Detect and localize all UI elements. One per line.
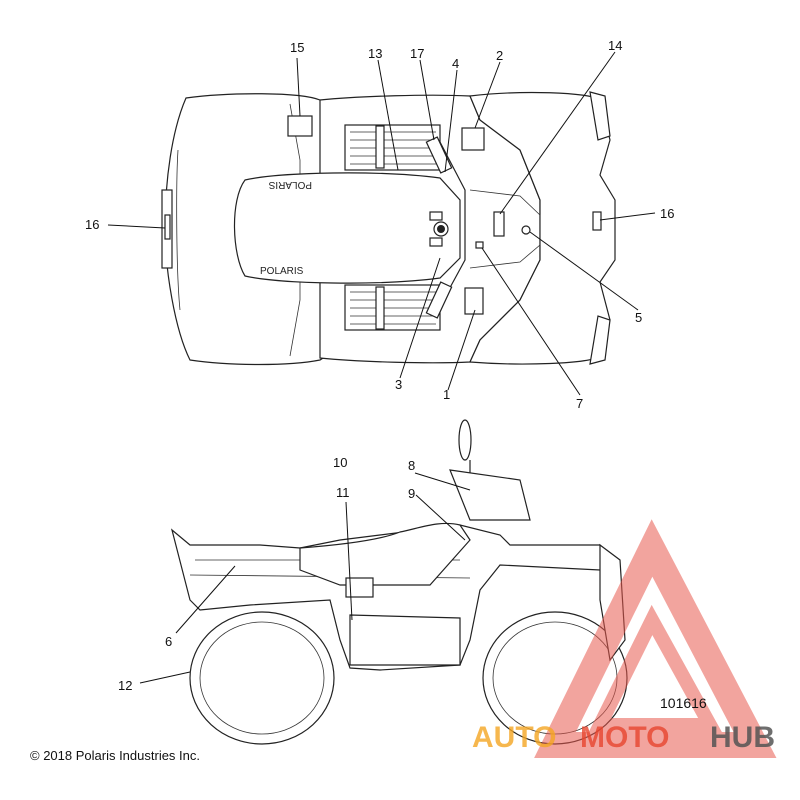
brand-front-label: POLARIS [260, 266, 304, 277]
drawing-number: 101616 [660, 695, 707, 711]
atv-side-view [170, 419, 628, 745]
watermark-moto: MOTO [580, 721, 669, 754]
watermark-hub: HUB [710, 721, 775, 754]
callout-17: 17 [410, 46, 424, 61]
watermark-auto: AUTO [472, 721, 556, 754]
callout-15: 15 [290, 40, 304, 55]
atv-top-view: POLARIS POLARIS [161, 91, 616, 366]
callout-14: 14 [608, 38, 622, 53]
callout-3: 3 [395, 377, 402, 392]
callout-10: 10 [333, 455, 347, 470]
callout-2: 2 [496, 48, 503, 63]
callout-6: 6 [165, 634, 172, 649]
watermark-text: AUTO MOTO HUB [472, 721, 775, 754]
callout-labels: 15 13 17 4 2 14 16 16 5 3 1 7 10 8 11 9 … [85, 38, 674, 693]
callout-13: 13 [368, 46, 382, 61]
callout-leaders [107, 51, 656, 684]
callout-4: 4 [452, 56, 459, 71]
callout-16-rear: 16 [85, 217, 99, 232]
callout-16-front: 16 [660, 206, 674, 221]
automotohub-watermark [534, 519, 777, 758]
callout-9: 9 [408, 486, 415, 501]
callout-5: 5 [635, 310, 642, 325]
brand-rear-label: POLARIS [268, 179, 312, 190]
callout-8: 8 [408, 458, 415, 473]
callout-7: 7 [576, 396, 583, 411]
copyright-notice: © 2018 Polaris Industries Inc. [30, 748, 200, 763]
callout-1: 1 [443, 387, 450, 402]
watermark-triangle [534, 519, 777, 758]
callout-11: 11 [336, 485, 350, 500]
callout-12: 12 [118, 678, 132, 693]
